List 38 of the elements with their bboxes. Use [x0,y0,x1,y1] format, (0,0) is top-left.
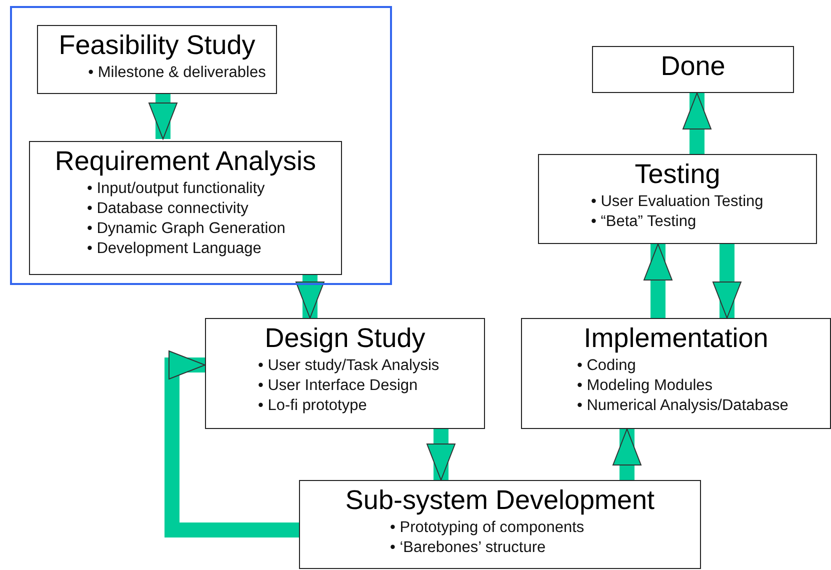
block-arrow [644,244,672,318]
bullet-item: • Lo-fi prototype [258,396,368,416]
process-box [205,318,485,429]
bullet-item: • Dynamic Graph Generation [87,219,286,240]
bullet-item: • User Interface Design [258,376,419,396]
bullet-item: • Development Language [87,239,262,260]
process-box [37,25,277,94]
bullet-item: • Milestone & deliverables [87,63,267,84]
group-frame [10,6,392,285]
bullet-item: • Numerical Analysis/Database [577,396,790,416]
bullet-item: • Coding [577,356,637,376]
box-title: Done [660,51,726,82]
bullet-item: • Input/output functionality [87,179,266,200]
block-arrow [712,244,742,318]
box-title: Requirement Analysis [54,146,318,178]
process-box [521,318,831,429]
bullet-item: • User study/Task Analysis [258,356,440,376]
bullet-item: • “Beta” Testing [591,212,698,232]
box-title: Testing [634,159,722,190]
block-arrow [164,350,299,538]
bullet-item: • Database connectivity [87,199,250,220]
box-title: Design Study [264,323,426,354]
box-title: Feasibility Study [58,30,256,62]
box-title: Sub-system Development [344,485,656,516]
block-arrow [682,92,712,154]
process-box [29,141,342,275]
bullet-item: • Modeling Modules [577,376,714,396]
block-arrow [426,429,456,480]
box-title: Implementation [582,323,770,354]
block-arrow [612,428,642,480]
bullet-item: • Prototyping of components [390,518,586,538]
process-box [538,154,817,244]
bullet-item: • ‘Barebones’ structure [390,538,547,558]
process-box [592,46,794,93]
process-box [299,480,701,569]
bullet-item: • User Evaluation Testing [591,192,764,212]
block-arrow [148,92,178,140]
block-arrow [296,273,324,318]
